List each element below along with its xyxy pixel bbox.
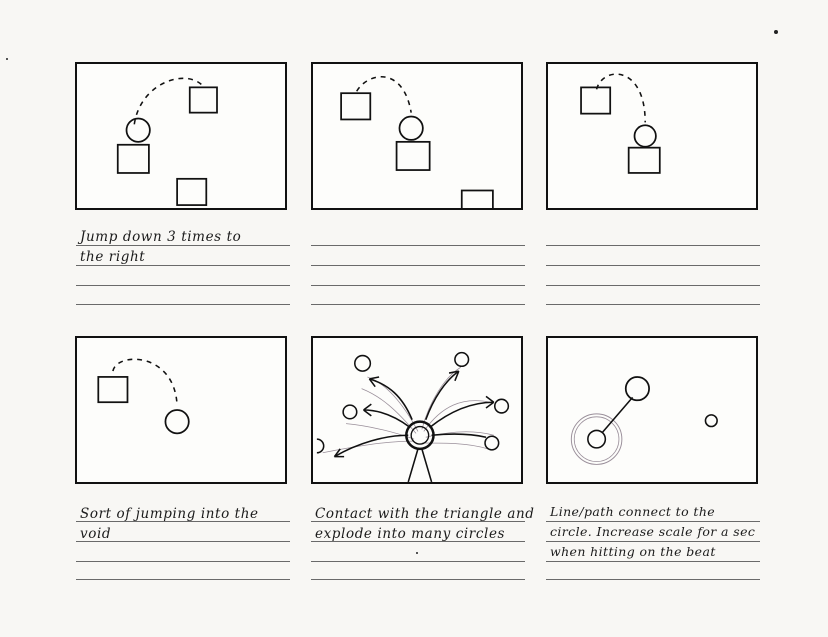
player-circle bbox=[587, 429, 607, 449]
small-circle bbox=[493, 398, 510, 414]
jump-arc bbox=[133, 77, 203, 125]
jump-arc bbox=[356, 76, 412, 113]
ball-circle bbox=[633, 124, 657, 148]
caption-line: Jump down 3 times to bbox=[80, 229, 242, 245]
caption-line: explode into many circles bbox=[315, 526, 506, 542]
caption-panel-4: Sort of jumping into the void bbox=[80, 504, 312, 544]
pencil-dot bbox=[6, 58, 8, 60]
panel-5-drawing bbox=[316, 351, 510, 482]
jump-arc bbox=[112, 358, 178, 407]
pencil-dot bbox=[774, 30, 778, 34]
storyboard-panel-4 bbox=[75, 336, 287, 484]
triangle bbox=[407, 448, 433, 482]
square-block-middle bbox=[116, 143, 150, 174]
ball-circle bbox=[125, 117, 151, 143]
path-line bbox=[601, 396, 634, 433]
scale-circle-outer bbox=[570, 413, 623, 465]
central-circle-inner bbox=[410, 425, 430, 445]
caption-line: the right bbox=[80, 249, 146, 265]
square-block-left bbox=[580, 86, 612, 115]
panel-6-drawing bbox=[570, 376, 718, 465]
storyboard-panel-6 bbox=[546, 336, 758, 484]
storyboard-panel-3 bbox=[546, 62, 758, 210]
target-circle bbox=[624, 376, 650, 402]
caption-line: circle. Increase scale for a sec bbox=[550, 524, 756, 539]
panel-4-drawing bbox=[97, 358, 190, 435]
square-block-lower bbox=[460, 189, 494, 208]
ball-circle bbox=[398, 115, 424, 141]
jump-arc bbox=[595, 73, 646, 123]
caption-line: Line/path connect to the bbox=[550, 504, 716, 519]
storyboard-panel-1 bbox=[75, 62, 287, 210]
caption-panel-5: Contact with the triangle and explode in… bbox=[315, 504, 547, 544]
caption-line: Sort of jumping into the bbox=[80, 506, 259, 522]
small-circle-edge bbox=[316, 438, 325, 454]
panel-2-drawing bbox=[340, 76, 494, 208]
square-block-lower bbox=[627, 146, 661, 174]
square-block-middle bbox=[395, 140, 431, 171]
square-block-upper bbox=[188, 86, 218, 114]
central-circle bbox=[405, 420, 435, 451]
storyboard-panel-2 bbox=[311, 62, 523, 210]
caption-line: when hitting on the beat bbox=[550, 544, 716, 559]
small-circle bbox=[354, 354, 372, 372]
ball-circle bbox=[164, 409, 190, 435]
caption-panel-1: Jump down 3 times to the right bbox=[80, 227, 312, 267]
storyboard-panel-5 bbox=[311, 336, 523, 484]
explosion-arrows bbox=[333, 370, 495, 458]
scale-circle-outer-2 bbox=[573, 416, 620, 462]
small-circle bbox=[704, 414, 718, 428]
panel-3-drawing bbox=[580, 73, 661, 174]
square-block-lower bbox=[176, 177, 208, 206]
small-circle bbox=[484, 435, 500, 451]
small-circle bbox=[454, 351, 470, 368]
pencil-dot bbox=[416, 552, 418, 554]
caption-panel-6: Line/path connect to the circle. Increas… bbox=[550, 502, 782, 562]
small-circle bbox=[342, 404, 358, 420]
square-block bbox=[97, 376, 129, 404]
panel-1-drawing bbox=[116, 77, 218, 206]
caption-line: void bbox=[80, 526, 112, 542]
caption-line: Contact with the triangle and bbox=[315, 506, 535, 522]
square-block-left bbox=[340, 92, 372, 121]
